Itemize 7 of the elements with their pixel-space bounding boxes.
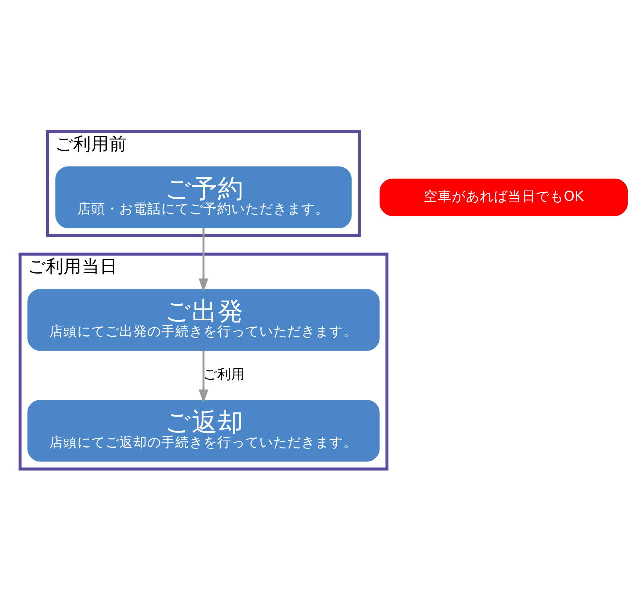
arrow <box>198 350 209 403</box>
edge-label: ご利用 <box>204 366 246 383</box>
node-box: ご出発 店頭にてご出発の手続きを行っていただきます。 <box>28 288 380 351</box>
node-box: ご予約 店頭・お電話にてご予約いただきます。 <box>56 166 352 228</box>
arrow <box>198 228 209 292</box>
node-box: ご返却 店頭にてご返却の手続きを行っていただきます。 <box>28 400 380 462</box>
node-box: 空車があれば当日でもOK <box>380 178 628 216</box>
